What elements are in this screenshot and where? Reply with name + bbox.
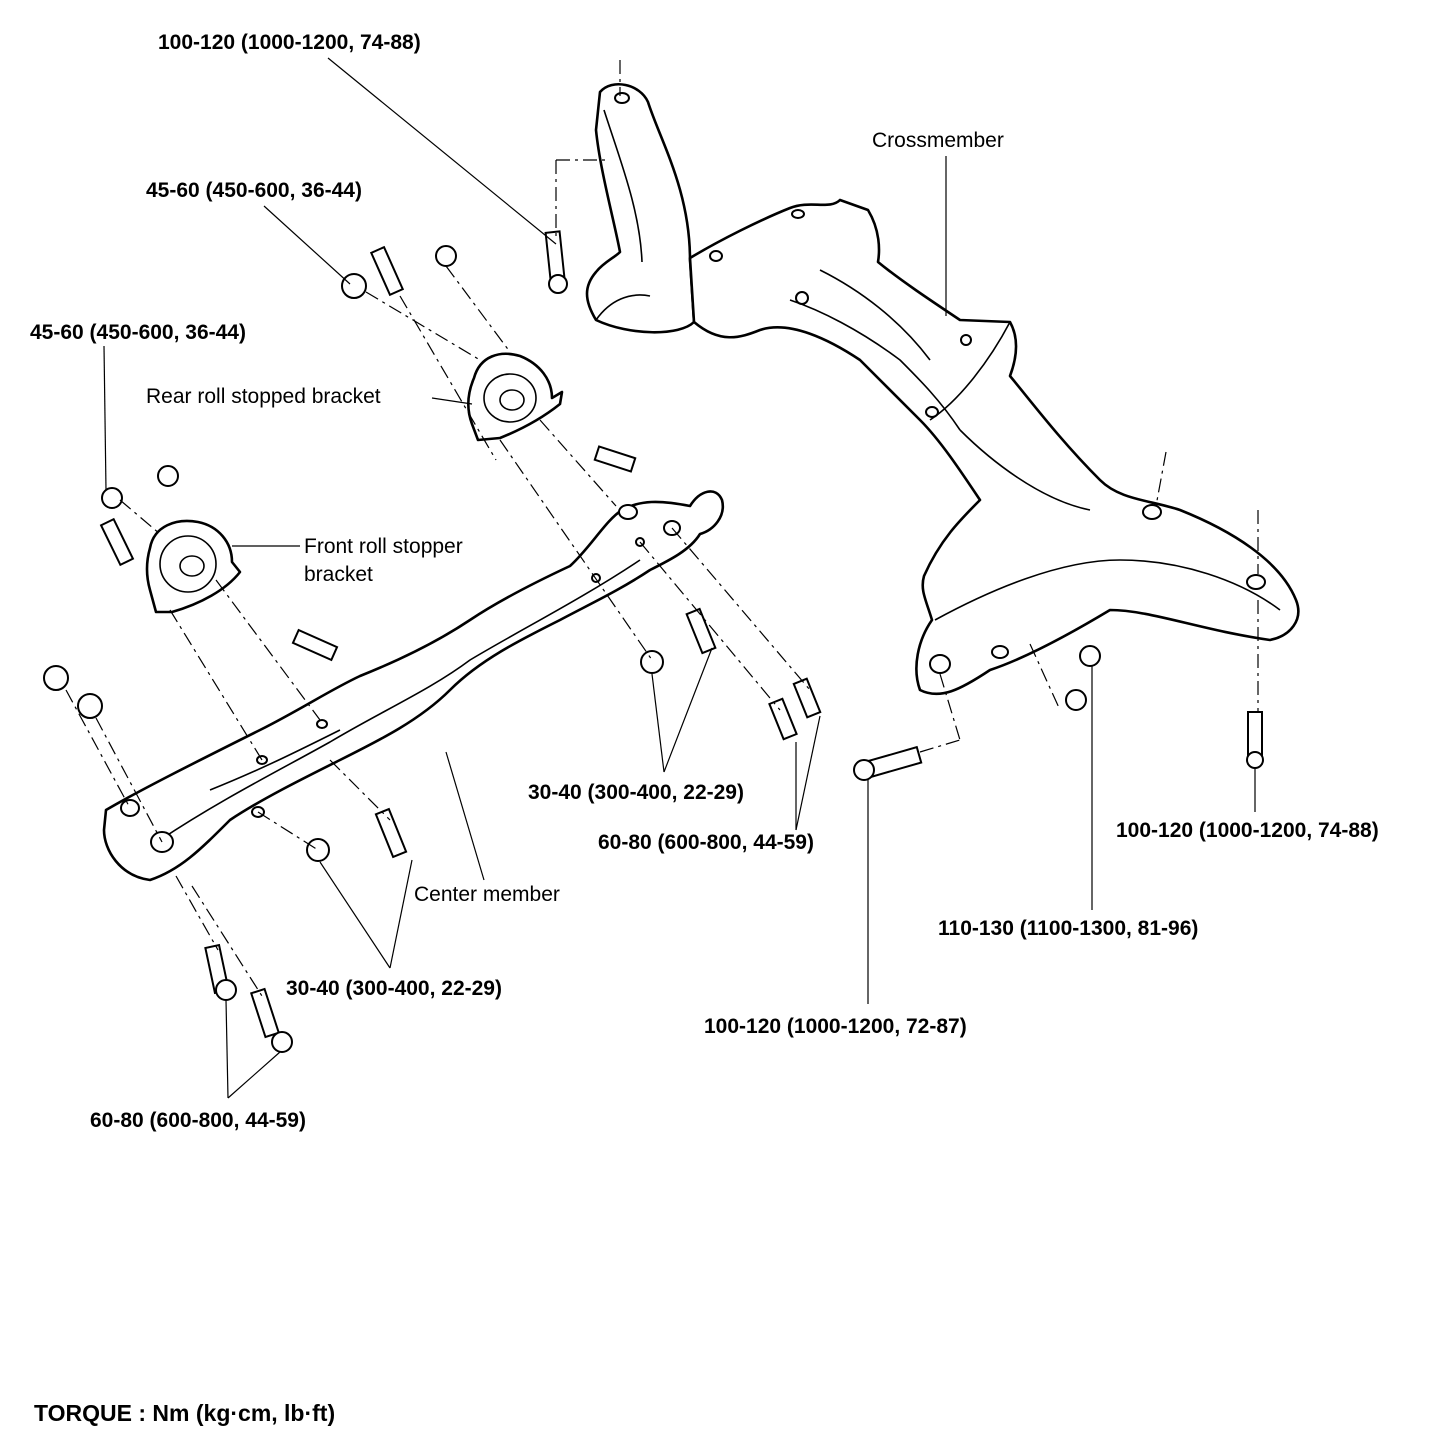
torque-label-rear-bracket-nut: 45-60 (450-600, 36-44) bbox=[146, 179, 362, 202]
torque-label-center-right-nuts: 30-40 (300-400, 22-29) bbox=[528, 781, 744, 804]
torque-label-center-right-bolts: 60-80 (600-800, 44-59) bbox=[598, 831, 814, 854]
torque-label-crossmember-nut: 110-130 (1100-1300, 81-96) bbox=[938, 917, 1199, 940]
front-roll-stopper-bracket-part bbox=[145, 519, 242, 614]
label-leader-lines bbox=[103, 57, 1256, 1099]
torque-label-center-left-nuts: 30-40 (300-400, 22-29) bbox=[286, 977, 502, 1000]
torque-label-center-left-bolts: 60-80 (600-800, 44-59) bbox=[90, 1109, 306, 1132]
torque-label-crossmember-bolt: 100-120 (1000-1200, 72-87) bbox=[704, 1015, 967, 1038]
rear-roll-stopper-bracket-label: Rear roll stopped bracket bbox=[146, 385, 381, 408]
center-member-label: Center member bbox=[414, 883, 560, 906]
rear-roll-stopper-bracket-part bbox=[467, 352, 564, 442]
torque-label-top-crossmember: 100-120 (1000-1200, 74-88) bbox=[158, 31, 421, 54]
assembly-center-lines bbox=[65, 60, 1259, 997]
crossmember-part bbox=[585, 83, 1300, 696]
front-roll-stopper-bracket-label-line2: bracket bbox=[304, 563, 373, 586]
crossmember-label: Crossmember bbox=[872, 129, 1004, 152]
torque-label-front-bracket-nut: 45-60 (450-600, 36-44) bbox=[30, 321, 246, 344]
front-roll-stopper-bracket-label-line1: Front roll stopper bbox=[304, 535, 463, 558]
torque-label-right-crossmember: 100-120 (1000-1200, 74-88) bbox=[1116, 819, 1379, 842]
torque-units-legend: TORQUE : Nm (kg·cm, lb·ft) bbox=[34, 1400, 336, 1426]
fastener-hardware bbox=[43, 230, 1264, 1053]
